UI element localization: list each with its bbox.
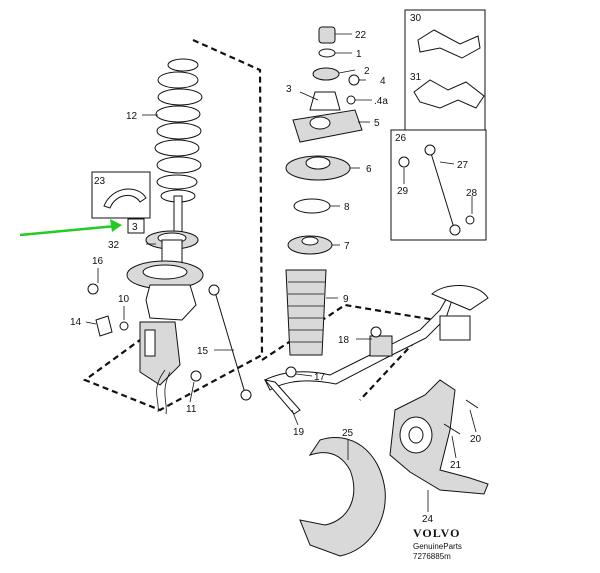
brand-logo: VOLVO bbox=[413, 526, 461, 540]
highlight-arrow bbox=[19, 219, 122, 237]
label-26: 26 bbox=[395, 133, 407, 144]
label-15: 15 bbox=[197, 346, 209, 357]
label-20: 20 bbox=[470, 434, 482, 445]
part-labels: 22 1 2 3 4 .4a 5 6 8 7 9 12 23 3 32 16 1… bbox=[70, 13, 482, 525]
label-4: 4 bbox=[380, 76, 386, 87]
label-16: 16 bbox=[92, 256, 104, 267]
inset-link bbox=[390, 129, 487, 241]
label-25: 25 bbox=[342, 428, 354, 439]
label-3-highlighted: 3 bbox=[132, 222, 138, 233]
top-mount-stack bbox=[285, 26, 363, 255]
label-10: 10 bbox=[118, 294, 130, 305]
coil-spring bbox=[154, 58, 203, 203]
label-1: 1 bbox=[356, 49, 362, 60]
leader-lines bbox=[85, 33, 477, 512]
label-7: 7 bbox=[344, 241, 350, 252]
label-27: 27 bbox=[457, 160, 469, 171]
steering-knuckle bbox=[389, 379, 489, 495]
brake-dust-shield bbox=[299, 436, 386, 557]
label-23: 23 bbox=[94, 176, 106, 187]
strut-assembly bbox=[126, 195, 204, 415]
label-5: 5 bbox=[374, 118, 380, 129]
label-3-top: 3 bbox=[286, 84, 292, 95]
label-18: 18 bbox=[338, 335, 350, 346]
label-17: 17 bbox=[314, 372, 326, 383]
label-22: 22 bbox=[355, 30, 367, 41]
stabilizer-link-left bbox=[208, 284, 252, 401]
brand-tagline: GenuineParts bbox=[413, 542, 462, 551]
label-32: 32 bbox=[108, 240, 120, 251]
label-14: 14 bbox=[70, 317, 82, 328]
label-29: 29 bbox=[397, 186, 409, 197]
dust-boot bbox=[285, 269, 327, 356]
label-11: 11 bbox=[186, 404, 197, 415]
strut-bracket bbox=[87, 283, 202, 382]
catalog-number: 7276885m bbox=[413, 552, 451, 561]
inset-bump-ring bbox=[91, 171, 151, 234]
assembly-outline-strut bbox=[82, 38, 264, 412]
label-9: 9 bbox=[343, 294, 349, 305]
label-24: 24 bbox=[422, 514, 434, 525]
label-6: 6 bbox=[366, 164, 372, 175]
stabilizer-bushing bbox=[285, 284, 489, 378]
label-30: 30 bbox=[410, 13, 422, 24]
label-19: 19 bbox=[293, 427, 305, 438]
inset-clips bbox=[404, 9, 486, 131]
label-8: 8 bbox=[344, 202, 350, 213]
label-12: 12 bbox=[126, 111, 138, 122]
label-28: 28 bbox=[466, 188, 478, 199]
label-4a: .4a bbox=[374, 96, 388, 107]
label-31: 31 bbox=[410, 72, 422, 83]
assembly-outline-stabilizer bbox=[261, 303, 438, 401]
label-21: 21 bbox=[450, 460, 462, 471]
label-2: 2 bbox=[364, 66, 370, 77]
